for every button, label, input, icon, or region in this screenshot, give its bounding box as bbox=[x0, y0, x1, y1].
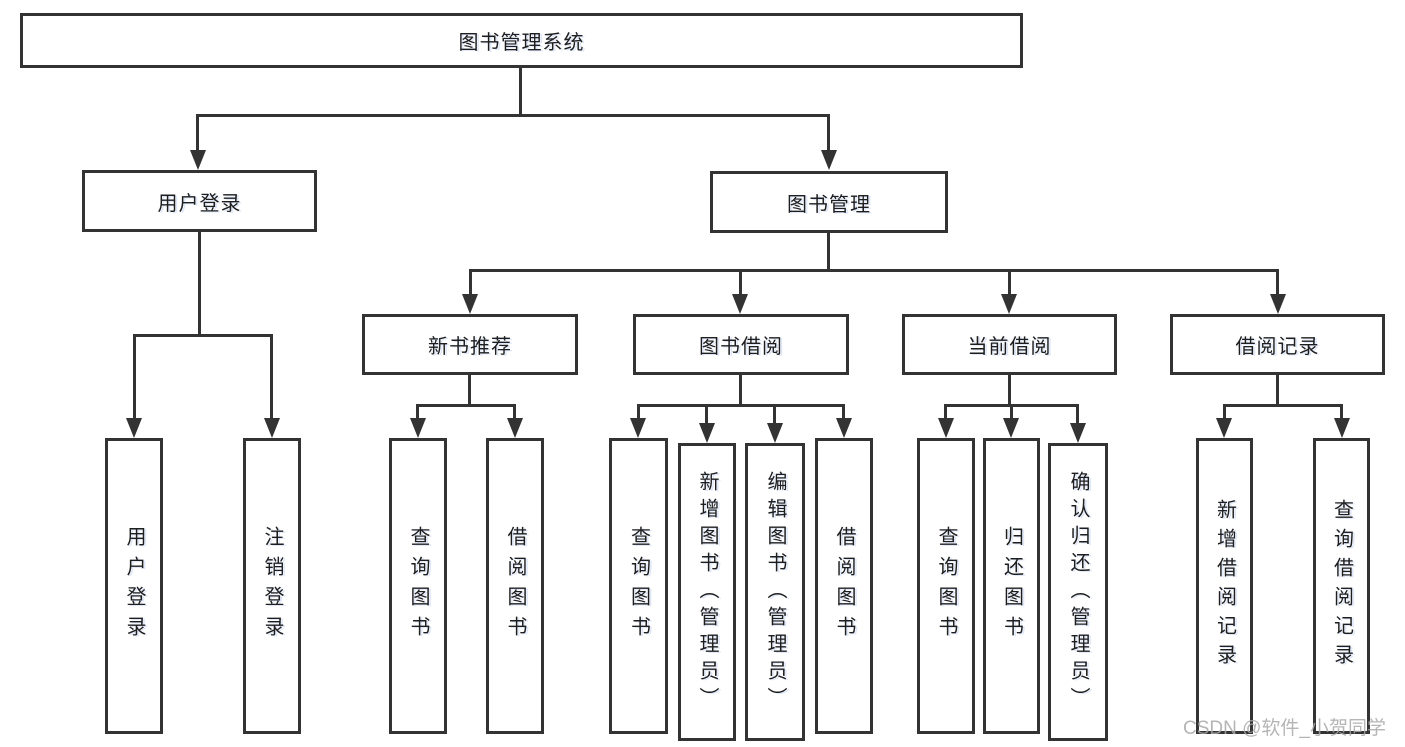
connector-line bbox=[1276, 375, 1279, 406]
connector-line bbox=[416, 404, 516, 407]
node-label: 借阅记录 bbox=[1235, 336, 1320, 358]
arrow-down-icon bbox=[1216, 418, 1232, 438]
node-user-login: 用户登录 bbox=[82, 170, 317, 232]
connector-line bbox=[1076, 404, 1079, 424]
connector-line bbox=[469, 269, 1279, 272]
connector-line bbox=[827, 233, 830, 272]
connector-line bbox=[468, 375, 471, 406]
connector-line bbox=[637, 404, 640, 420]
connector-line bbox=[1276, 269, 1279, 298]
connector-line bbox=[1008, 375, 1011, 406]
arrow-down-icon bbox=[1003, 418, 1019, 438]
arrow-down-icon bbox=[462, 294, 478, 314]
node-label: 借阅图书 bbox=[833, 526, 855, 646]
node-borrowing-records: 借阅记录 bbox=[1170, 314, 1385, 375]
connector-line bbox=[739, 375, 742, 406]
arrow-down-icon bbox=[732, 294, 748, 314]
arrow-down-icon bbox=[264, 418, 280, 438]
connector-line bbox=[469, 269, 472, 298]
connector-line bbox=[196, 114, 199, 152]
connector-line bbox=[773, 404, 776, 424]
node-current-borrowing: 当前借阅 bbox=[902, 314, 1117, 375]
arrow-down-icon bbox=[836, 418, 852, 438]
node-label: 图书借阅 bbox=[699, 336, 783, 358]
leaf-query-books-recommend: 查询图书 bbox=[389, 438, 447, 734]
node-label: 归还图书 bbox=[1000, 526, 1023, 646]
node-label: 查询图书 bbox=[627, 526, 650, 646]
node-new-book-recommendation: 新书推荐 bbox=[362, 314, 578, 375]
leaf-add-book-admin: 新增图书（管理员） bbox=[678, 443, 736, 741]
connector-line bbox=[196, 114, 830, 117]
leaf-borrow-books-recommend: 借阅图书 bbox=[486, 438, 544, 734]
connector-line bbox=[739, 269, 742, 298]
node-label: 图书管理系统 bbox=[458, 32, 585, 54]
node-label: 借阅图书 bbox=[504, 526, 526, 646]
connector-line bbox=[513, 404, 516, 420]
node-book-borrowing: 图书借阅 bbox=[633, 314, 849, 375]
watermark: CSDN @软件_小贺同学 bbox=[1183, 718, 1386, 739]
leaf-edit-book-admin: 编辑图书（管理员） bbox=[745, 443, 805, 741]
leaf-user-login: 用户登录 bbox=[105, 438, 163, 734]
arrow-down-icon bbox=[1001, 294, 1017, 314]
node-label: 确认归还（管理员） bbox=[1067, 470, 1089, 714]
node-label: 注销登录 bbox=[261, 526, 283, 646]
leaf-return-book: 归还图书 bbox=[983, 438, 1040, 734]
node-book-management: 图书管理 bbox=[710, 171, 948, 233]
connector-line bbox=[198, 232, 201, 336]
arrow-down-icon bbox=[821, 150, 837, 170]
arrow-down-icon bbox=[699, 423, 715, 443]
connector-line bbox=[1010, 404, 1013, 420]
arrow-down-icon bbox=[410, 418, 426, 438]
connector-line bbox=[519, 68, 522, 117]
connector-line bbox=[1340, 404, 1343, 420]
leaf-query-borrow-record: 查询借阅记录 bbox=[1313, 438, 1370, 734]
node-label: 新书推荐 bbox=[428, 336, 512, 358]
arrow-down-icon bbox=[507, 418, 523, 438]
leaf-borrow-books-borrow: 借阅图书 bbox=[815, 438, 873, 734]
arrow-down-icon bbox=[1334, 418, 1350, 438]
arrow-down-icon bbox=[630, 418, 646, 438]
arrow-down-icon bbox=[767, 423, 783, 443]
connector-line bbox=[1008, 269, 1011, 298]
leaf-logout: 注销登录 bbox=[243, 438, 301, 734]
connector-line bbox=[133, 334, 136, 420]
leaf-add-borrow-record: 新增借阅记录 bbox=[1196, 438, 1253, 734]
connector-line bbox=[637, 404, 845, 407]
node-label: 查询借阅记录 bbox=[1330, 499, 1353, 673]
node-label: 新增借阅记录 bbox=[1213, 499, 1236, 673]
node-library-management-system: 图书管理系统 bbox=[20, 13, 1023, 68]
connector-line bbox=[270, 334, 273, 420]
leaf-confirm-return-admin: 确认归还（管理员） bbox=[1048, 443, 1108, 741]
arrow-down-icon bbox=[1070, 423, 1086, 443]
connector-line bbox=[842, 404, 845, 420]
node-label: 新增图书（管理员） bbox=[696, 470, 718, 714]
connector-line bbox=[705, 404, 708, 424]
arrow-down-icon bbox=[126, 418, 142, 438]
node-label: 图书管理 bbox=[787, 193, 871, 216]
leaf-query-books-current: 查询图书 bbox=[917, 438, 975, 734]
node-label: 用户登录 bbox=[157, 192, 242, 215]
connector-line bbox=[827, 114, 830, 152]
connector-line bbox=[1223, 404, 1343, 407]
arrow-down-icon bbox=[938, 418, 954, 438]
connector-line bbox=[416, 404, 419, 420]
node-label: 编辑图书（管理员） bbox=[764, 470, 786, 714]
node-label: 用户登录 bbox=[123, 526, 145, 646]
node-label: 查询图书 bbox=[407, 526, 429, 646]
connector-line bbox=[944, 404, 947, 420]
connector-line bbox=[133, 334, 273, 337]
arrow-down-icon bbox=[1270, 294, 1286, 314]
arrow-down-icon bbox=[190, 150, 206, 170]
node-label: 当前借阅 bbox=[967, 336, 1052, 358]
node-label: 查询图书 bbox=[935, 526, 957, 646]
leaf-query-books-borrow: 查询图书 bbox=[609, 438, 668, 734]
connector-line bbox=[1223, 404, 1226, 420]
